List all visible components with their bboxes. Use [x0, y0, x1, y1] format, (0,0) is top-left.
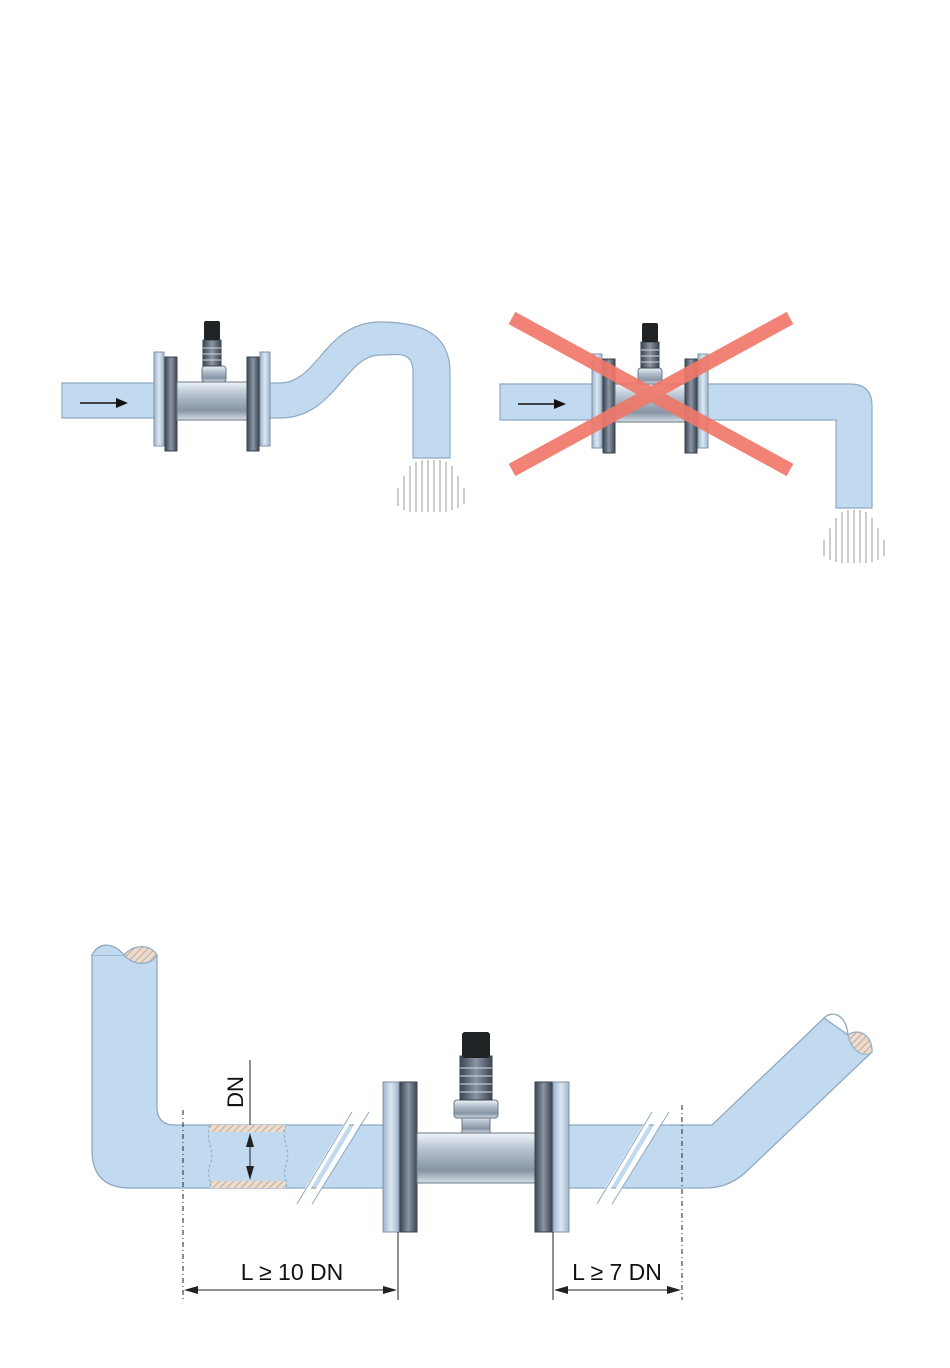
sensor-connector-icon — [203, 321, 221, 366]
flowmeter — [383, 1032, 569, 1232]
upstream-length-label: L ≥ 10 DN — [241, 1259, 344, 1285]
dn-label: DN — [223, 1076, 248, 1108]
water-outflow-icon — [824, 510, 884, 563]
sensor-connector-icon — [641, 323, 659, 368]
sensor-connector-icon — [460, 1032, 492, 1100]
pipe-downstream — [560, 1018, 872, 1188]
correct-installation — [62, 321, 464, 512]
pipe-upstream — [92, 955, 392, 1188]
straight-run-diagram: DN L ≥ 10 DN L ≥ 7 DN — [92, 945, 872, 1300]
incorrect-installation — [500, 318, 884, 563]
water-outflow-icon — [398, 460, 464, 512]
flowmeter — [154, 321, 270, 451]
downstream-length-label: L ≥ 7 DN — [572, 1259, 662, 1285]
